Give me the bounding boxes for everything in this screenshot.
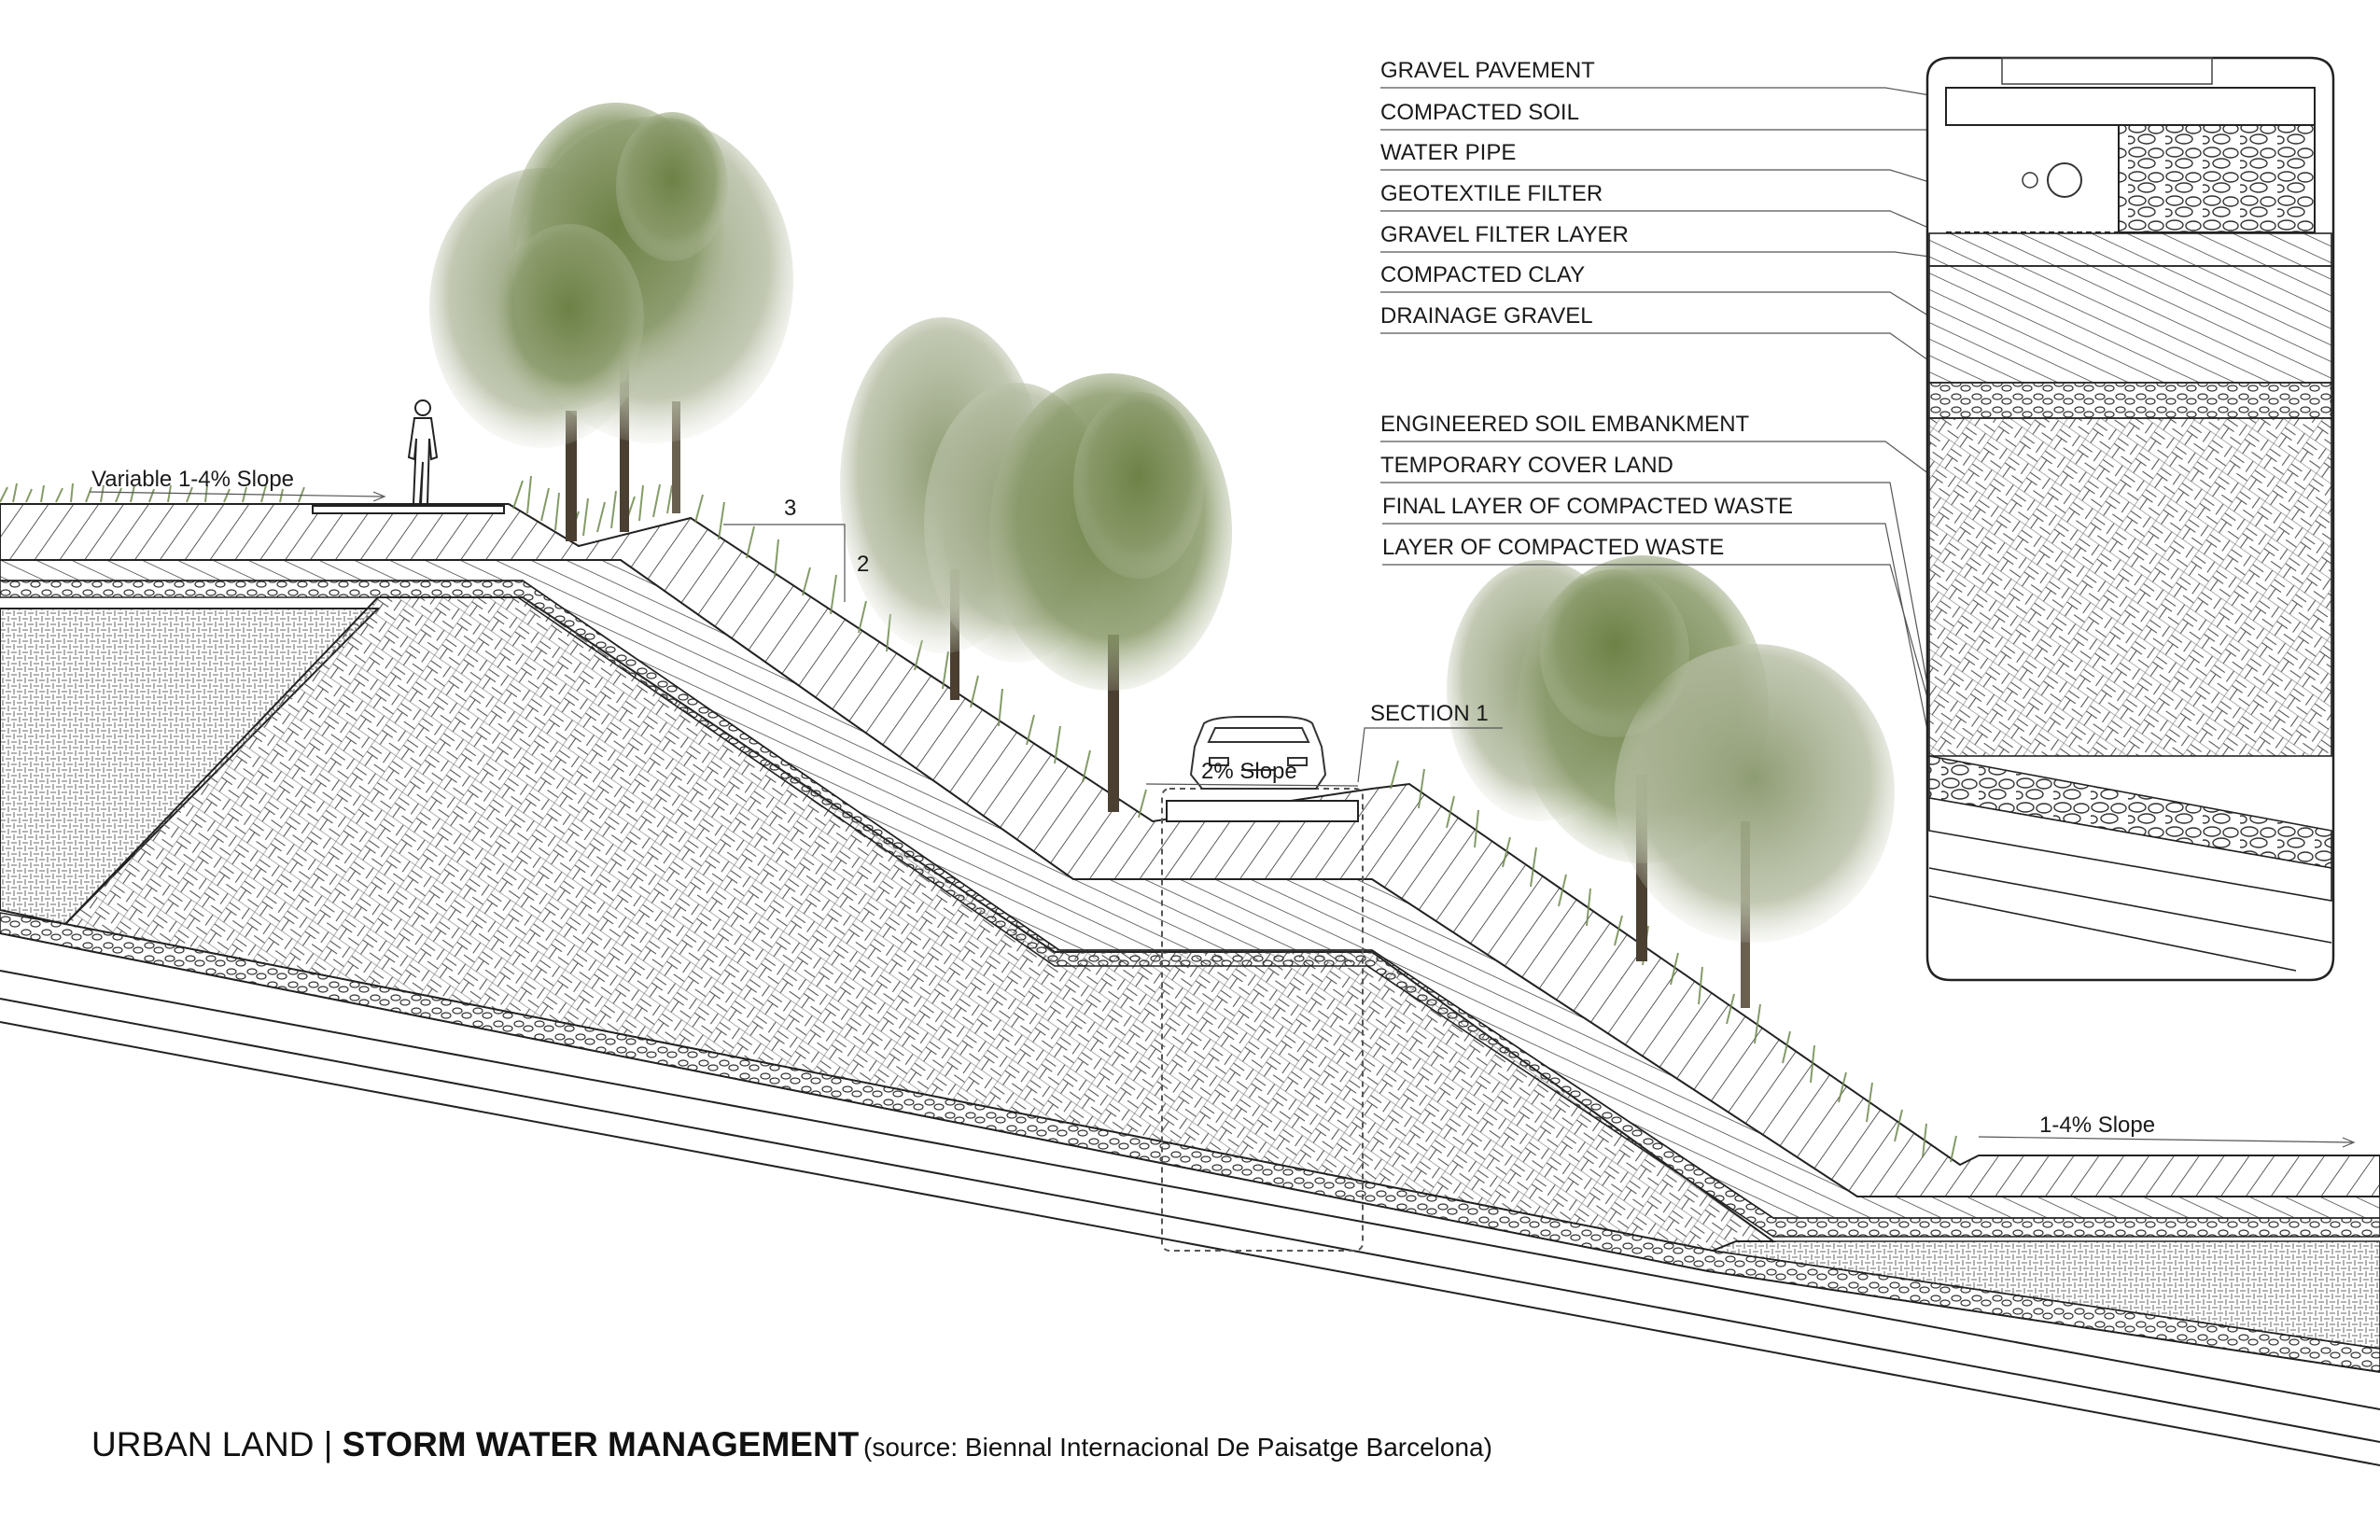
slope-ratio-rise: 2 [857, 552, 869, 577]
legend-item: COMPACTED CLAY [1380, 262, 1585, 287]
legend-item: LAYER OF COMPACTED WASTE [1382, 535, 1724, 560]
section-label: SECTION 1 [1370, 701, 1489, 726]
detail-section-column [1925, 56, 2335, 982]
legend-item: COMPACTED SOIL [1380, 100, 1579, 125]
slope-annotations: Variable 1-4% Slope 3 2 SECTION 1 2% Slo… [89, 467, 2356, 1148]
person-icon [407, 399, 439, 505]
top-slope-arrow [89, 491, 384, 497]
legend-item: DRAINAGE GRAVEL [1380, 303, 1593, 329]
legend-list: GRAVEL PAVEMENT COMPACTED SOIL WATER PIP… [1380, 58, 2129, 864]
water-pipe-icon [2022, 162, 2082, 198]
legend-item: ENGINEERED SOIL EMBANKMENT [1380, 412, 1750, 437]
top-slope-label: Variable 1-4% Slope [91, 467, 294, 492]
legend-item: WATER PIPE [1380, 140, 1516, 165]
embankment-section [0, 503, 2380, 1466]
base-line-1 [0, 932, 2380, 1373]
diagram-title: URBAN LAND | STORM WATER MANAGEMENT (sou… [91, 1425, 1492, 1463]
legend-item: GEOTEXTILE FILTER [1380, 181, 1603, 206]
svg-text:URBAN LAND | STORM WATER MANAG: URBAN LAND | STORM WATER MANAGEMENT [91, 1425, 860, 1463]
legend-item: GRAVEL PAVEMENT [1380, 58, 1595, 83]
road-pavement [1166, 800, 1359, 822]
title-prefix: URBAN LAND | [91, 1425, 343, 1463]
tree-icon [1447, 555, 1895, 1008]
base-line-2 [0, 970, 2380, 1410]
car-icon [1189, 716, 1327, 790]
top-soil-layer [0, 503, 2380, 1197]
slope-ratio-marker [723, 524, 846, 602]
slope-ratio-run: 3 [784, 496, 796, 521]
tree-icon [840, 317, 1232, 812]
legend-item: TEMPORARY COVER LAND [1380, 453, 1673, 478]
road-slope-arrow [1145, 783, 1359, 787]
base-line-3 [0, 998, 2380, 1443]
section-leader [1357, 727, 1503, 783]
legend-item: FINAL LAYER OF COMPACTED WASTE [1382, 494, 1793, 519]
tree-icon [429, 103, 793, 541]
base-line-4 [0, 1021, 2380, 1466]
right-slope-arrow [1978, 1136, 2353, 1143]
legend-item: GRAVEL FILTER LAYER [1380, 222, 1629, 247]
top-gravel-pavement [312, 505, 505, 514]
road-slope-label: 2% Slope [1201, 759, 1297, 784]
title-source: (source: Biennal Internacional De Paisat… [863, 1433, 1492, 1462]
right-waste-block [1709, 1240, 2380, 1350]
right-slope-label: 1-4% Slope [2039, 1113, 2155, 1138]
title-main: STORM WATER MANAGEMENT [343, 1425, 860, 1463]
